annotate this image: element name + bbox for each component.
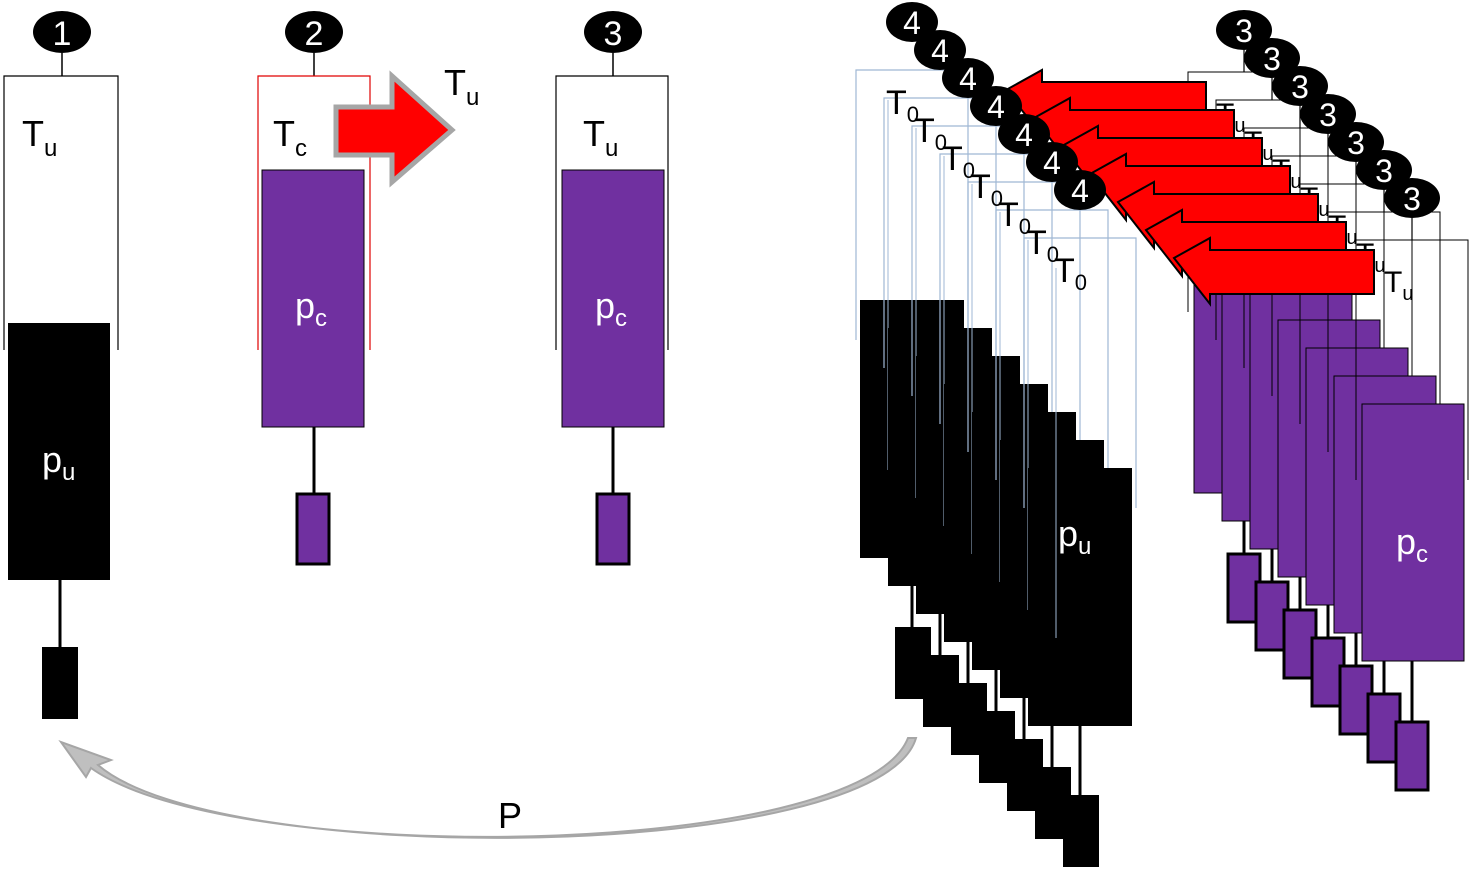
stack-4-temperature-label: T0: [914, 112, 947, 155]
stack-4-cylinder: [995, 209, 1109, 480]
stage-3: 3 Tu pc: [555, 11, 669, 566]
stack-3-badge: [1272, 66, 1328, 106]
stack-3-piston: [1361, 403, 1465, 662]
stack-3-number: 3: [1235, 13, 1253, 49]
stack-3-pressure-label: pc: [1396, 521, 1428, 568]
cylinder-3: [555, 75, 669, 350]
pressure-label-2: pc: [295, 285, 327, 332]
step-1-number: 1: [53, 15, 72, 53]
stack-4-number: 4: [1015, 117, 1033, 153]
transfer-arrow: [58, 737, 918, 839]
stack-4-badge: [998, 114, 1050, 154]
stack-3-badge: [1300, 94, 1356, 134]
temperature-label-3: Tu: [583, 113, 618, 162]
temperature-label-1: Tu: [22, 113, 57, 162]
stack-3-temperature-label: Tu: [1384, 266, 1413, 305]
stack-3-cylinder: [1355, 239, 1469, 480]
released-temperature-label: Tu: [444, 62, 479, 111]
stack-4-badge: [886, 2, 938, 42]
stage-2: 2 Tc pc Tu: [257, 11, 479, 566]
stack-3-badge: [1384, 178, 1440, 218]
step-1-badge: [33, 11, 91, 53]
stack-4-cylinder: [939, 153, 1053, 424]
stack-4-number: 4: [987, 89, 1005, 125]
step-2-badge: [285, 11, 343, 53]
pressure-label-1: pu: [42, 439, 75, 486]
stack-3-badge: [1356, 150, 1412, 190]
stack-4-temperature-label: T0: [970, 168, 1003, 211]
temperature-label-2: Tc: [273, 113, 307, 162]
stack-3-number: 3: [1403, 181, 1421, 217]
stack-4-badge: [942, 58, 994, 98]
stack-4-number: 4: [931, 33, 949, 69]
stack-4-pressure-label: pu: [1058, 513, 1091, 560]
stack-4-badge: [1054, 170, 1106, 210]
weight-1: [42, 647, 78, 719]
stack-4-temperature-label: T0: [998, 196, 1031, 239]
stack-4-number: 4: [1043, 145, 1061, 181]
stack-3-badge: [1244, 38, 1300, 78]
stack-4-number: 4: [1071, 173, 1089, 209]
stack-3-badge: [1328, 122, 1384, 162]
stack-4-cylinder: [1023, 237, 1137, 508]
stack-3-number: 3: [1375, 153, 1393, 189]
stage-1: 1 Tu pu: [3, 11, 119, 719]
stack-3-number: 3: [1263, 41, 1281, 77]
stack-4-badge: [914, 30, 966, 70]
stage-4-copy: pu: [1023, 237, 1137, 867]
stack-4-badge: [970, 86, 1022, 126]
weight-2: [295, 492, 331, 566]
stack-3-number: 3: [1347, 125, 1365, 161]
step-3-badge: [584, 11, 642, 53]
step-2-number: 2: [305, 15, 324, 53]
step-3-number: 3: [604, 15, 623, 53]
weight-3: [595, 492, 631, 566]
stack-4-cylinder: [967, 181, 1081, 452]
stack-4-number: 4: [959, 61, 977, 97]
stack-3-cylinder: [1327, 211, 1441, 452]
stack-4-number: 4: [903, 5, 921, 41]
stack-3-weight: [1394, 720, 1430, 792]
stack-3-number: 3: [1319, 97, 1337, 133]
piston-2: [261, 169, 365, 428]
stack-4-temperature-label: T0: [942, 140, 975, 183]
cylinder-2: [257, 75, 371, 350]
transfer-label: P: [498, 795, 522, 836]
cylinder-1: [3, 75, 119, 350]
stack-3-cylinder: [1299, 183, 1413, 424]
pressure-label-3: pc: [595, 285, 627, 332]
heat-release-arrow: [333, 70, 456, 188]
stack-3-badge: [1216, 10, 1272, 50]
piston-1: [8, 323, 110, 580]
stack-4-weight: [1063, 795, 1099, 867]
stack-4-temperature-label: T0: [1026, 224, 1059, 267]
stage-3-copy: Tu pc 3: [1355, 178, 1469, 792]
pressure-transfer: P: [58, 737, 918, 839]
stack-3-number: 3: [1291, 69, 1309, 105]
stack-4-heat-arrow: [1172, 236, 1375, 307]
stack-4-piston: [1028, 468, 1132, 726]
stack-4-badge: [1026, 142, 1078, 182]
stack-4-temperature-label: T0: [886, 84, 919, 127]
stack-4-temperature-label: T0: [1054, 252, 1087, 295]
piston-3: [561, 169, 665, 428]
